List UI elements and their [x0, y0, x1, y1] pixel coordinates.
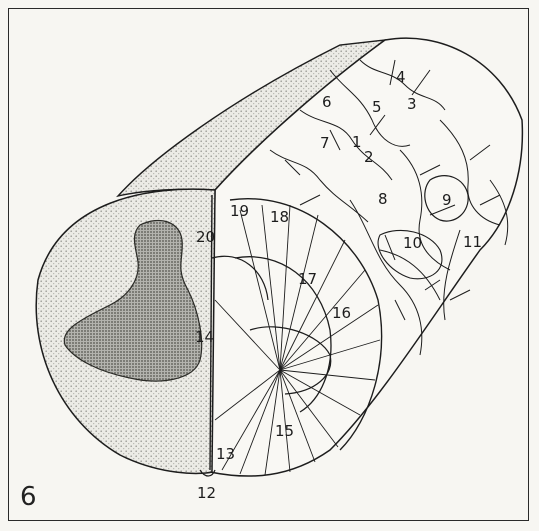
label-16: 16	[332, 304, 351, 322]
label-3: 3	[407, 95, 417, 113]
label-10: 10	[403, 234, 422, 252]
label-14: 14	[195, 328, 214, 346]
label-8: 8	[378, 190, 388, 208]
label-15: 15	[275, 422, 294, 440]
label-18: 18	[270, 208, 289, 226]
label-9: 9	[442, 191, 452, 209]
label-11: 11	[463, 233, 482, 251]
label-6: 6	[322, 93, 332, 111]
panel-letter: 6	[20, 482, 37, 512]
label-19: 19	[230, 202, 249, 220]
label-5: 5	[372, 98, 382, 116]
label-20: 20	[196, 228, 215, 246]
label-4: 4	[396, 68, 406, 86]
label-7: 7	[320, 134, 330, 152]
label-1: 1	[352, 133, 362, 151]
label-12: 12	[197, 484, 216, 502]
label-17: 17	[298, 270, 317, 288]
label-13: 13	[216, 445, 235, 463]
label-2: 2	[364, 148, 374, 166]
